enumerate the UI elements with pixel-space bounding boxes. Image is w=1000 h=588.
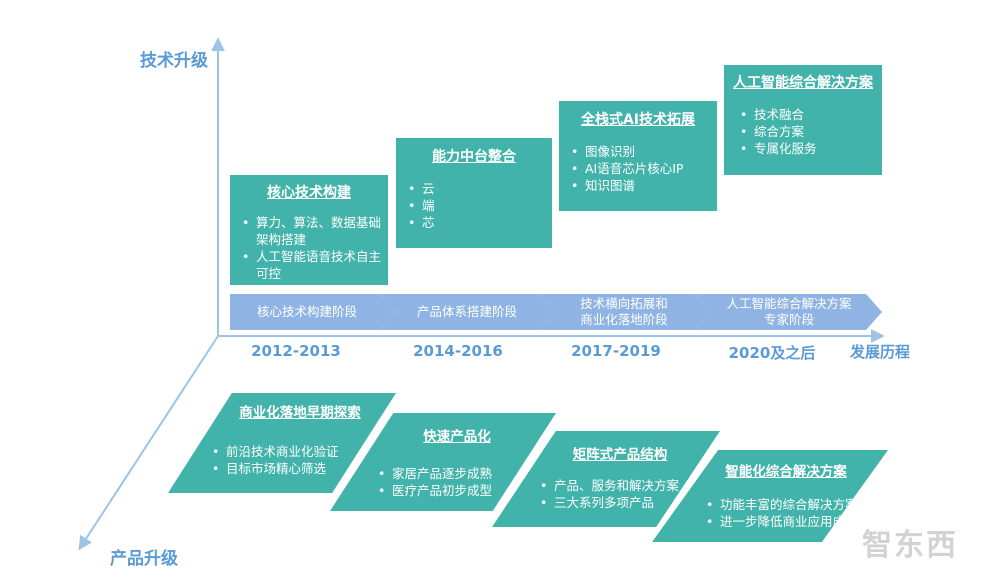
year-1: 2012-2013 [251,342,341,360]
list-item: 图像识别 [571,143,717,160]
diag-axis-label: 产品升级 [110,549,178,569]
product-box-title: 智能化综合解决方案 [725,464,847,480]
stage-chevron-4 [695,294,882,330]
list-item: 三大系列多项产品 [540,494,679,511]
year-2: 2014-2016 [413,342,503,360]
list-item: 进一步降低商业应用成本 [706,513,857,530]
list-item: 家居产品逐步成熟 [378,465,492,482]
watermark-logo: 智东西 [862,528,958,563]
list-item: 技术融合 [740,106,882,123]
year-4: 2020及之后 [728,344,816,362]
product-box-title: 快速产品化 [423,429,491,445]
list-item: 医疗产品初步成型 [378,482,492,499]
tech-box-4: 人工智能综合解决方案 技术融合 综合方案 专属化服务 [724,65,882,175]
list-item: 综合方案 [740,123,882,140]
tech-box-title: 核心技术构建 [267,185,351,201]
tech-box-2: 能力中台整合 云 端 芯 [396,138,552,248]
stage-label-1: 核心技术构建阶段 [256,304,357,319]
x-axis-label: 发展历程 [850,343,911,361]
tech-box-1: 核心技术构建 算力、算法、数据基础架构搭建 人工智能语音技术自主可控 [230,175,388,285]
list-item: 产品、服务和解决方案 [540,477,679,494]
list-item: 专属化服务 [740,140,882,157]
list-item: 云 [408,180,552,197]
list-item: 目标市场精心筛选 [212,460,339,477]
stage-chevron-3 [540,294,711,330]
stage-label-3: 技术横向拓展和 商业化落地阶段 [580,296,668,327]
year-3: 2017-2019 [571,342,661,360]
tech-box-title: 全栈式AI技术拓展 [580,112,696,128]
list-item: AI语音芯片核心IP [571,160,717,177]
list-item: 端 [408,197,552,214]
stage-label-4: 人工智能综合解决方案 专家阶段 [726,296,852,327]
list-item: 功能丰富的综合解决方案 [706,496,857,513]
diag-axis [78,335,219,551]
stage-chevron-2 [381,294,556,330]
tech-box-title: 人工智能综合解决方案 [733,75,873,91]
tech-box-title: 能力中台整合 [432,149,516,165]
product-box-title: 矩阵式产品结构 [572,447,668,463]
stage-label-2: 产品体系搭建阶段 [416,304,517,319]
y-axis-label: 技术升级 [140,51,208,71]
stage-chevron-1 [230,294,397,330]
list-item: 算力、算法、数据基础架构搭建 [242,214,382,248]
tech-box-3: 全栈式AI技术拓展 图像识别 AI语音芯片核心IP 知识图谱 [559,101,717,211]
list-item: 人工智能语音技术自主可控 [242,248,382,282]
list-item: 芯 [408,214,552,231]
list-item: 前沿技术商业化验证 [212,443,338,460]
product-box-title: 商业化落地早期探索 [239,405,361,421]
list-item: 知识图谱 [571,177,717,194]
